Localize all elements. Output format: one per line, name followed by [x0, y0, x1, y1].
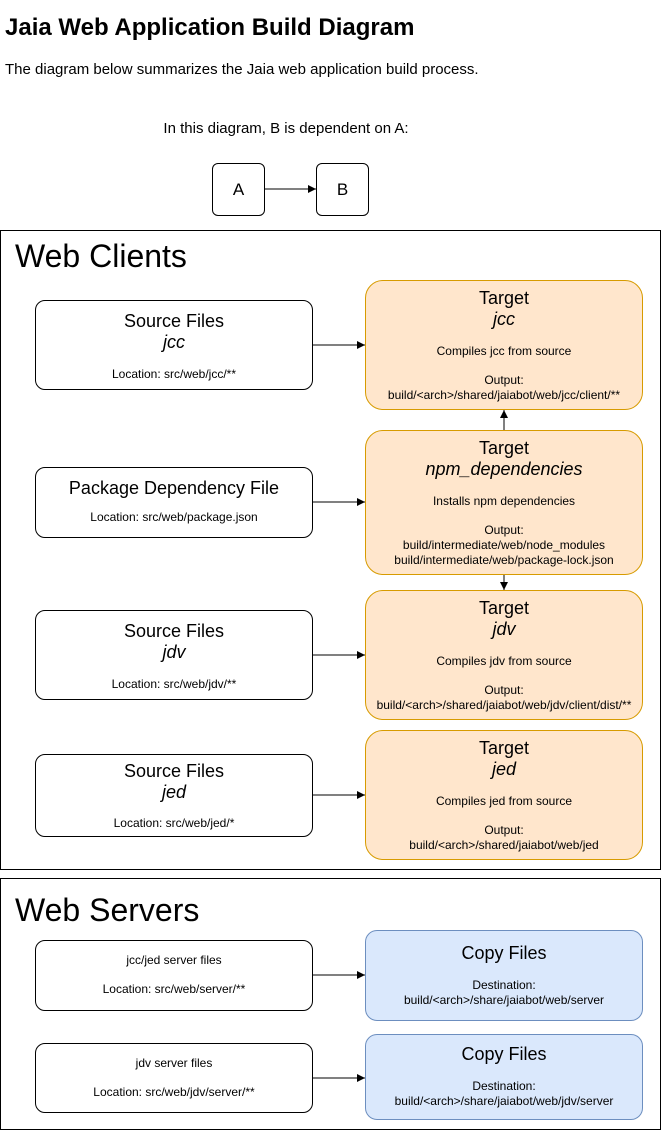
package-dependency-file-title: Package Dependency File: [68, 478, 280, 498]
source-files-jcc-title: Source Files: [123, 311, 225, 331]
legend-text: In this diagram, B is dependent on A:: [163, 120, 409, 137]
source-files-jdv-title: Source Files: [123, 621, 225, 641]
copy-files-jdv-server-destination: build/<arch>/share/jaiabot/web/jdv/serve…: [394, 1094, 614, 1108]
copy-files-jdv-server: Copy Files Destination: build/<arch>/sha…: [365, 1034, 643, 1120]
target-npm-output-package-lock: build/intermediate/web/package-lock.json: [394, 553, 614, 567]
source-files-jdv: Source Files jdv Location: src/web/jdv/*…: [35, 610, 313, 700]
target-npm-description: Installs npm dependencies: [432, 494, 576, 508]
intro-text: The diagram below summarizes the Jaia we…: [5, 61, 479, 78]
source-files-jed-location: Location: src/web/jed/*: [113, 816, 235, 830]
server-files-jdv-location: Location: src/web/jdv/server/**: [93, 1085, 255, 1099]
target-jcc-output: build/<arch>/shared/jaiabot/web/jcc/clie…: [387, 388, 621, 402]
target-jed: Target jed Compiles jed from source Outp…: [365, 730, 643, 860]
copy-files-jdv-server-destination-label: Destination:: [472, 1079, 536, 1093]
legend-node-a-label: A: [232, 179, 245, 199]
source-files-jed-title: Source Files: [123, 761, 225, 781]
target-jdv-name: jdv: [492, 619, 516, 639]
source-files-jdv-name: jdv: [162, 642, 186, 662]
target-jdv-output-label: Output:: [484, 683, 524, 697]
source-files-jcc-location: Location: src/web/jcc/**: [111, 367, 237, 381]
target-jcc-title: Target: [478, 288, 530, 308]
server-files-jdv: jdv server files Location: src/web/jdv/s…: [35, 1043, 313, 1113]
server-files-jcc-jed: jcc/jed server files Location: src/web/s…: [35, 940, 313, 1011]
web-servers-title: Web Servers: [15, 892, 200, 928]
target-npm-output-node-modules: build/intermediate/web/node_modules: [402, 538, 606, 552]
target-jcc-name: jcc: [493, 309, 515, 329]
target-jcc-description: Compiles jcc from source: [436, 344, 572, 358]
source-files-jed-name: jed: [161, 782, 187, 802]
target-jed-output: build/<arch>/shared/jaiabot/web/jed: [409, 838, 599, 852]
server-files-jdv-title: jdv server files: [135, 1056, 213, 1070]
package-dependency-file: Package Dependency File Location: src/we…: [35, 467, 313, 538]
target-npm-name: npm_dependencies: [425, 459, 583, 479]
copy-files-server-destination-label: Destination:: [472, 978, 536, 992]
target-npm-dependencies: Target npm_dependencies Installs npm dep…: [365, 430, 643, 575]
package-dependency-file-location: Location: src/web/package.json: [90, 510, 258, 524]
page-title: Jaia Web Application Build Diagram: [5, 14, 415, 41]
legend-node-a: A: [212, 163, 265, 216]
target-jed-output-label: Output:: [484, 823, 524, 837]
source-files-jcc-name: jcc: [163, 332, 185, 352]
target-jed-name: jed: [491, 759, 517, 779]
target-jdv-output: build/<arch>/shared/jaiabot/web/jdv/clie…: [376, 698, 632, 712]
target-jcc-output-label: Output:: [484, 373, 524, 387]
copy-files-jdv-server-title: Copy Files: [461, 1044, 547, 1064]
target-jdv-title: Target: [478, 598, 530, 618]
target-npm-output-label: Output:: [484, 523, 524, 537]
server-files-jcc-jed-title: jcc/jed server files: [126, 953, 222, 967]
target-jed-title: Target: [478, 738, 530, 758]
target-jed-description: Compiles jed from source: [435, 794, 573, 808]
copy-files-server-title: Copy Files: [461, 943, 547, 963]
target-jdv: Target jdv Compiles jdv from source Outp…: [365, 590, 643, 720]
legend-node-b-label: B: [336, 179, 349, 199]
copy-files-server-destination: build/<arch>/share/jaiabot/web/server: [403, 993, 605, 1007]
source-files-jcc: Source Files jcc Location: src/web/jcc/*…: [35, 300, 313, 390]
legend-node-b: B: [316, 163, 369, 216]
target-jdv-description: Compiles jdv from source: [436, 654, 572, 668]
server-files-jcc-jed-location: Location: src/web/server/**: [102, 982, 246, 996]
source-files-jdv-location: Location: src/web/jdv/**: [111, 677, 237, 691]
target-jcc: Target jcc Compiles jcc from source Outp…: [365, 280, 643, 410]
target-npm-title: Target: [478, 438, 530, 458]
source-files-jed: Source Files jed Location: src/web/jed/*: [35, 754, 313, 837]
web-clients-title: Web Clients: [15, 238, 187, 274]
copy-files-server: Copy Files Destination: build/<arch>/sha…: [365, 930, 643, 1021]
